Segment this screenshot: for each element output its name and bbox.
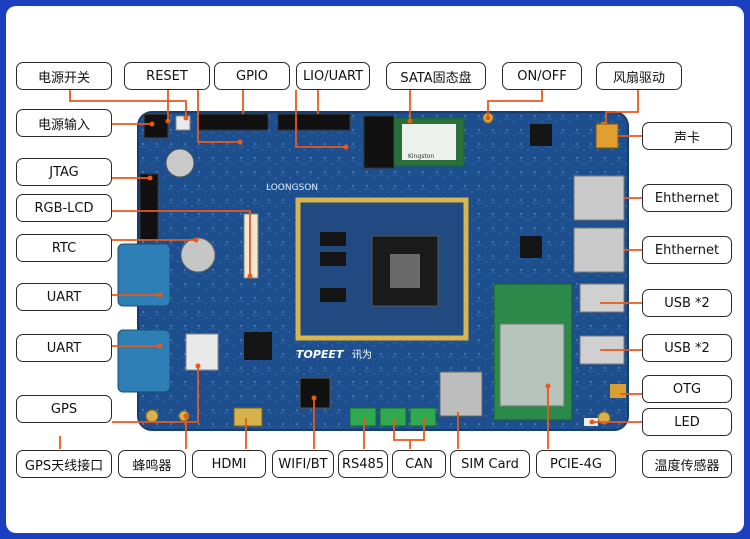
cpu-die [390,254,420,288]
leader-fan [605,90,639,124]
label-led: LED [642,408,732,436]
leader-gpio [197,90,240,143]
label-jtag: JTAG [16,158,112,186]
chip [320,252,346,266]
label-otg: OTG [642,375,732,403]
jtag-header [139,173,159,241]
lio-header [277,113,351,131]
leader-can [393,418,425,441]
can-terminal-1 [379,407,407,427]
leader-rgb-lcd [112,210,251,276]
label-fan-drive: 风扇驱动 [596,62,682,90]
label-reset: RESET [124,62,210,90]
label-power-input: 电源输入 [16,109,112,137]
label-buzzer: 蜂鸣器 [118,450,186,478]
uart-port-1 [117,243,171,307]
ethernet-port-1 [573,175,625,221]
label-sim-card: SIM Card [450,450,530,478]
otg-port [610,384,626,398]
usb-port-1 [579,283,625,313]
ssd-brand: Kingston [408,153,434,160]
label-ethernet-2: Ehthernet [642,236,732,264]
hdmi-port [233,407,263,427]
sim-slot [439,371,483,417]
chip [320,288,346,302]
sound-card-jack [595,123,619,149]
board-maker: TOPEET [296,348,345,361]
label-usb-2: USB *2 [642,334,732,362]
gpio-header [197,113,269,131]
leader-on-off [487,90,543,118]
label-can: CAN [392,450,446,478]
label-on-off: ON/OFF [502,62,582,90]
capacitor [165,148,195,178]
gps-module [185,333,219,371]
ethernet-port-2 [573,227,625,273]
label-lio-uart: LIO/UART [296,62,370,90]
rs485-terminal [349,407,377,427]
label-rtc: RTC [16,234,112,262]
label-gps: GPS [16,395,112,423]
uart-port-2 [117,329,171,393]
label-rs485: RS485 [338,450,388,478]
chip [320,232,346,246]
label-gps-antenna: GPS天线接口 [16,450,112,478]
leader-power-switch [69,90,187,118]
label-temp-sensor: 温度传感器 [642,450,732,478]
label-pcie-4g: PCIE-4G [536,450,616,478]
board-maker-cn: 讯为 [352,349,372,361]
label-gpio: GPIO [214,62,290,90]
label-wifi-bt: WIFI/BT [272,450,334,478]
chip [520,236,542,258]
label-sata: SATA固态盘 [386,62,486,90]
chip [244,332,272,360]
label-ethernet-1: Ehthernet [642,184,732,212]
wifi-module [299,377,331,409]
power-jack [143,113,169,139]
label-usb-1: USB *2 [642,289,732,317]
leader-lio-side [295,90,346,148]
label-rgb-lcd: RGB-LCD [16,194,112,222]
pcie-4g-shield [499,323,565,407]
label-uart-2: UART [16,334,112,362]
leader-dots [147,115,595,425]
lcd-connector [243,213,259,279]
label-hdmi: HDMI [192,450,266,478]
label-uart-1: UART [16,283,112,311]
rtc-battery [180,237,216,273]
ssd-label [402,124,456,160]
leader-gps [112,366,199,423]
label-sound-card: 声卡 [642,122,732,150]
leader-lines [59,90,642,449]
sata-socket [363,115,395,169]
chip [530,124,552,146]
label-power-switch: 电源开关 [16,62,112,90]
board-brand: LOONGSON [266,183,318,193]
can-terminal-2 [409,407,437,427]
